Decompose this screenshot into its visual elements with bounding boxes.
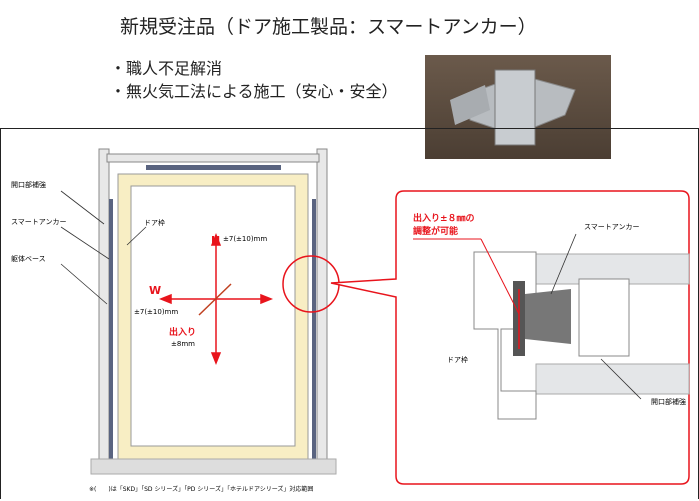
dimension-arrows: [158, 232, 274, 366]
w-label: W: [149, 284, 161, 297]
depth-label: 出入り: [169, 326, 196, 338]
callout-line1: 出入り±８㎜の: [413, 212, 475, 224]
bullet-1: ・職人不足解消: [110, 59, 223, 78]
label-opening-reinforcement: 開口部補強: [11, 180, 46, 189]
detail-smart-anchor: スマートアンカー: [584, 223, 640, 231]
depth-tolerance: ±8mm: [171, 340, 195, 348]
page-title: 新規受注品（ドア施工製品：スマートアンカー）: [120, 16, 537, 38]
h-tolerance: ±7(±10)mm: [223, 235, 267, 243]
smart-anchor-photo: [425, 55, 611, 159]
label-smart-anchor: スマートアンカー: [11, 218, 67, 226]
h-label: H: [211, 234, 220, 247]
callout-line2: 調整が可能: [413, 225, 458, 237]
anchor-photo-image: [450, 69, 576, 146]
footnote: ※( )は「SKD」「SD シリーズ」「PD シリーズ」「ホテルドアシリーズ」対…: [89, 485, 313, 493]
leader-lines: [60, 190, 147, 305]
detail-callout: [330, 190, 690, 485]
door-diagram: 開口部補強 スマートアンカー 躯体ベース ドア枠 H ±7(±10)mm W ±…: [11, 148, 690, 493]
label-body-base: 躯体ベース: [11, 254, 46, 263]
detail-opening-reinforcement: 開口部補強: [651, 397, 686, 406]
detail-door-frame: ドア枠: [447, 355, 468, 364]
label-door-frame: ドア枠: [144, 218, 165, 227]
w-tolerance: ±7(±10)mm: [134, 308, 178, 316]
diagram-panel: 開口部補強 スマートアンカー 躯体ベース ドア枠 H ±7(±10)mm W ±…: [0, 128, 699, 499]
bullet-2: ・無火気工法による施工（安心・安全）: [110, 82, 398, 101]
